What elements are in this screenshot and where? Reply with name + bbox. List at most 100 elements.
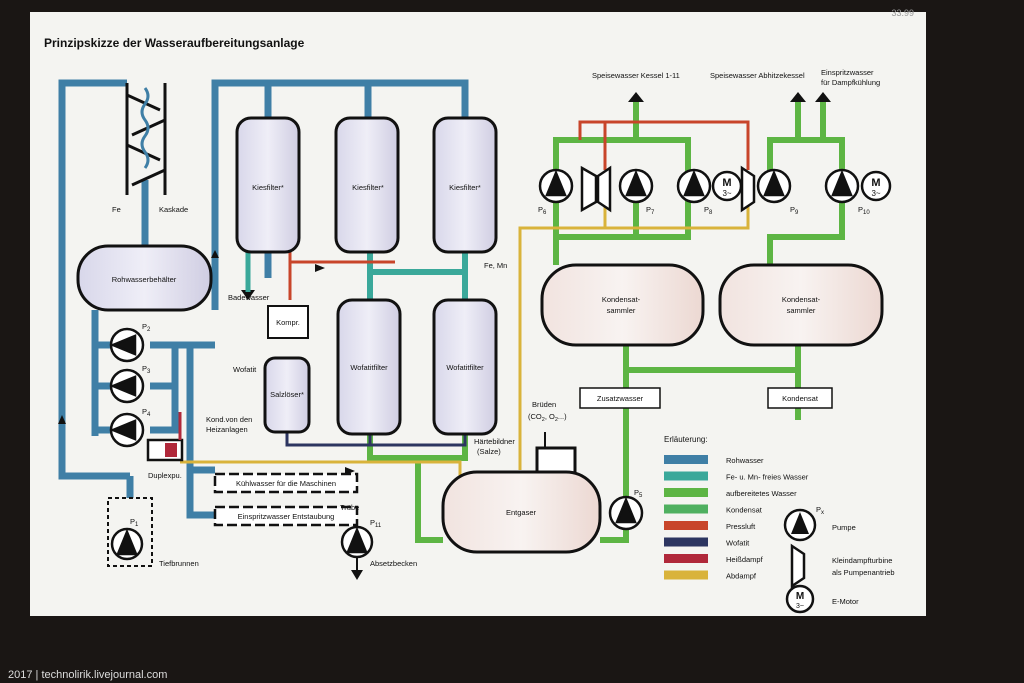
- label-brueden: Brüden: [532, 400, 556, 409]
- kompressor-box: [267, 305, 309, 339]
- duplex-pump: [146, 412, 184, 462]
- label-haertebildner-1: Härtebildner: [474, 437, 515, 446]
- kondensatsammler-tank-2: [718, 263, 884, 347]
- motor-label: M: [871, 177, 880, 189]
- legend-swatch: [664, 455, 708, 464]
- rohwasserbehaelter-tank: [76, 244, 213, 312]
- label-kondensatsammler-1b: sammler: [607, 306, 636, 315]
- label-speisewasser-abhitze: Speisewasser Abhitzekessel: [710, 71, 805, 80]
- label-p5: P5: [634, 488, 643, 499]
- label-kondensatsammler-2b: sammler: [787, 306, 816, 315]
- legend-swatch: [664, 554, 708, 563]
- label-tiefbrunnen: Tiefbrunnen: [159, 559, 199, 568]
- label-rohwasserbehaelter: Rohwasserbehälter: [112, 275, 177, 284]
- label-kondensatsammler-2a: Kondensat-: [782, 295, 821, 304]
- label-kondensatsammler-1a: Kondensat-: [602, 295, 641, 304]
- label-p2: P2: [142, 322, 151, 333]
- pump-p7: [618, 168, 654, 204]
- kiesfilter-tank-2: [334, 116, 400, 254]
- legend-pump-symbol: Px: [816, 505, 824, 516]
- kiesfilter-tank-3: [432, 116, 498, 254]
- legend-label: Fe- u. Mn- freies Wasser: [726, 473, 809, 482]
- legend-turbine-label-2: als Pumpenantrieb: [832, 568, 895, 577]
- pump-p5: [608, 495, 644, 531]
- legend-label: Heißdampf: [726, 555, 764, 564]
- motor-p8: M 3~: [711, 170, 743, 202]
- pump-p11: [340, 525, 374, 559]
- legend-title: Erläuterung:: [664, 435, 708, 444]
- pipes-fe-free: [367, 250, 468, 300]
- legend-swatch: [664, 537, 708, 547]
- label-p10: P10: [858, 205, 870, 216]
- wofatitfilter-tank-1: [336, 298, 402, 436]
- legend-swatch: [664, 521, 708, 530]
- pump-p8: [676, 168, 712, 204]
- label-einspritz-1: Einspritzwasser: [821, 68, 874, 77]
- pump-p6: [538, 168, 574, 204]
- label-duplexpu: Duplexpu.: [148, 471, 182, 480]
- legend-label: Kondensat: [726, 506, 763, 515]
- label-kaskade: Kaskade: [159, 205, 188, 214]
- salzloeser-tank: [263, 356, 311, 434]
- kuehlwasser-box: [213, 472, 359, 494]
- label-haertebildner-2: (Salze): [477, 447, 501, 456]
- label-einspritz-2: für Dampfkühlung: [821, 78, 880, 87]
- legend-turbine: Kleindampfturbine als Pumpenantrieb: [790, 543, 895, 589]
- entgaser-vessel: [441, 446, 602, 554]
- diagram-title: Prinzipskizze der Wasseraufbereitungsanl…: [44, 36, 305, 50]
- pipes-rohwasser: [58, 79, 469, 519]
- legend-label: aufbereitetes Wasser: [726, 489, 797, 498]
- label-kond-1: Kond.von den: [206, 415, 252, 424]
- pump-p3: [109, 368, 145, 404]
- label-truebe: Trübe: [340, 503, 359, 512]
- pump-labels: P2 P3 P4 P1 P11 P5 P6 P7 P8 P9 P10: [130, 205, 870, 529]
- einspritzwasser-entstaubung-box: [213, 505, 359, 527]
- turbine-1: [580, 165, 612, 213]
- pump-p10: [824, 168, 860, 204]
- legend-swatch: [664, 471, 708, 481]
- legend-swatch: [664, 488, 708, 497]
- legend-label: Pressluft: [726, 522, 756, 531]
- label-p3: P3: [142, 364, 151, 375]
- label-kompr: Kompr.: [276, 318, 300, 327]
- legend-pump: Px Pumpe: [783, 505, 856, 542]
- label-p4: P4: [142, 407, 151, 418]
- turbine-2: [740, 165, 756, 213]
- label-p1: P1: [130, 517, 139, 528]
- label-einspritzwasser-entstaubung: Einspritzwasser Entstaubung: [238, 512, 335, 521]
- legend-swatch: [664, 504, 708, 514]
- pump-group: [109, 168, 860, 561]
- pump-p2: [109, 327, 145, 363]
- pump-p1: [110, 527, 144, 561]
- legend-emotor: M 3~ E-Motor: [785, 584, 859, 614]
- legend-motor-phase: 3~: [796, 603, 804, 610]
- pump-p9: [756, 168, 792, 204]
- label-p6: P6: [538, 205, 547, 216]
- zusatzwasser-box: [579, 387, 661, 409]
- label-brueden-gases: (CO2, O2...): [528, 412, 567, 423]
- motor-phase-label: 3~: [871, 189, 880, 198]
- label-kiesfilter-1: Kiesfilter*: [252, 183, 284, 192]
- kondensatsammler-tank-1: [540, 263, 705, 347]
- legend-label: Abdampf: [726, 572, 757, 581]
- flow-arrows: [58, 92, 831, 580]
- label-zusatzwasser: Zusatzwasser: [597, 394, 644, 403]
- label-kuehlwasser: Kühlwasser für die Maschinen: [236, 479, 336, 488]
- label-p8: P8: [704, 205, 713, 216]
- label-p7: P7: [646, 205, 655, 216]
- label-fe-mn: Fe, Mn: [484, 261, 507, 270]
- label-wofatitfilter-1: Wofatitfilter: [350, 363, 388, 372]
- label-wofatitfilter-2: Wofatitfilter: [446, 363, 484, 372]
- photo-credit: 2017 | technolirik.livejournal.com: [8, 669, 168, 681]
- motor-label: M: [722, 177, 731, 189]
- legend-turbine-label-1: Kleindampfturbine: [832, 556, 892, 565]
- label-kondensat-box: Kondensat: [782, 394, 819, 403]
- label-kiesfilter-2: Kiesfilter*: [352, 183, 384, 192]
- label-fe: Fe: [112, 205, 121, 214]
- pump-p4: [109, 412, 145, 448]
- legend-label: Rohwasser: [726, 456, 764, 465]
- equipment-labels: Fe Kaskade Rohwasserbehälter Kiesfilter*…: [112, 68, 881, 568]
